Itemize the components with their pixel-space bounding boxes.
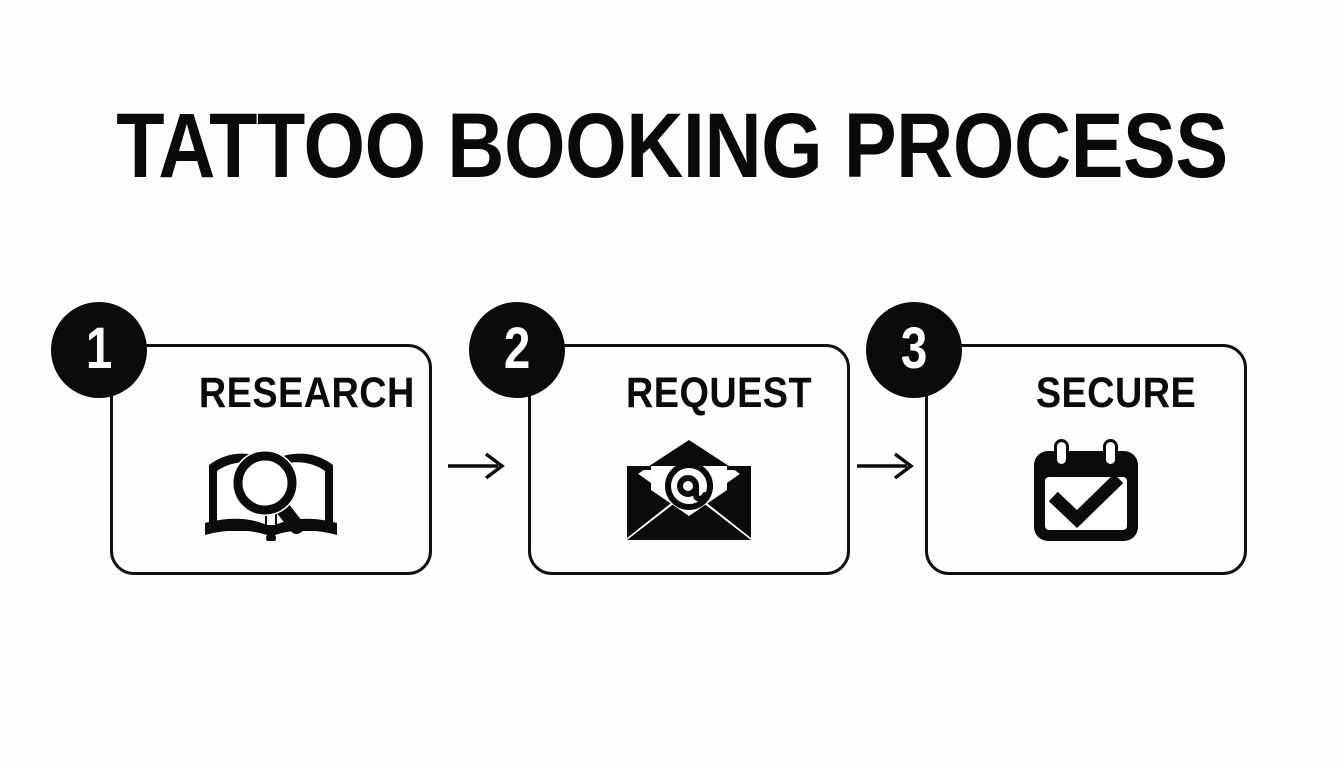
step-number-badge-2: 2 bbox=[469, 302, 565, 398]
envelope-at-icon bbox=[531, 435, 847, 545]
process-step-secure[interactable]: 3 SECURE bbox=[866, 302, 1247, 575]
process-step-request[interactable]: 2 REQUEST bbox=[469, 302, 850, 575]
arrow-right-icon-2 bbox=[855, 449, 917, 483]
step-label-research: RESEARCH bbox=[198, 369, 415, 417]
process-flow: 1 RESEARCH bbox=[0, 302, 1344, 584]
book-magnifier-icon bbox=[113, 435, 429, 545]
step-number-badge-3: 3 bbox=[866, 302, 962, 398]
step-label-request: REQUEST bbox=[625, 369, 813, 417]
arrow-right-icon-1 bbox=[446, 449, 508, 483]
page-title: TATTOO BOOKING PROCESS bbox=[116, 95, 1228, 197]
step-label-secure: SECURE bbox=[1035, 369, 1197, 417]
step-number-1: 1 bbox=[85, 316, 113, 381]
calendar-check-icon bbox=[928, 435, 1244, 545]
step-number-2: 2 bbox=[503, 316, 531, 381]
step-number-3: 3 bbox=[900, 316, 928, 381]
step-number-badge-1: 1 bbox=[51, 302, 147, 398]
process-step-research[interactable]: 1 RESEARCH bbox=[51, 302, 432, 575]
